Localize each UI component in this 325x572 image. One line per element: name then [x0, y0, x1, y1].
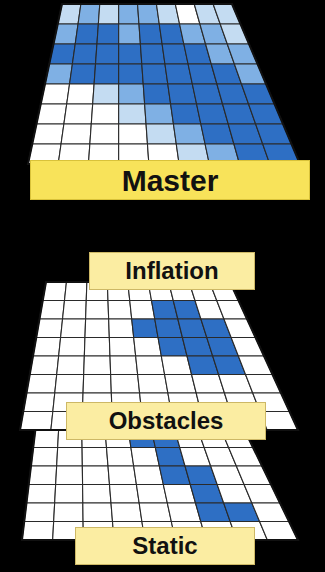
grid-cell — [109, 319, 134, 338]
grid-cell — [119, 4, 139, 24]
grid-cell — [67, 84, 94, 104]
grid-cell — [140, 44, 165, 64]
grid-cell — [57, 356, 85, 375]
grid-cell — [83, 375, 111, 394]
grid-cell — [70, 64, 96, 84]
grid-cell — [83, 485, 111, 504]
layer-name: Inflation — [125, 258, 218, 284]
grid-cell — [132, 319, 158, 338]
grid-cell — [32, 124, 64, 144]
grid-cell — [110, 485, 140, 504]
grid-cell — [20, 412, 53, 431]
grid-cell — [146, 124, 176, 144]
grid-cell — [119, 44, 142, 64]
grid-cell — [33, 429, 58, 448]
grid-cell — [24, 503, 54, 522]
grid-cell — [119, 84, 145, 104]
grid-cell — [119, 104, 146, 124]
grid-cell — [29, 466, 57, 485]
grid-cell — [27, 485, 56, 504]
grid-cell — [161, 356, 191, 375]
grid-cell — [23, 393, 55, 412]
grid-cell — [108, 301, 132, 320]
grid-cell — [138, 375, 168, 394]
grid-cell — [136, 356, 165, 375]
grid-cell — [119, 124, 148, 144]
grid-cell — [168, 84, 197, 104]
grid-cell — [64, 104, 93, 124]
layer-name: Static — [132, 533, 197, 559]
grid-cell — [256, 124, 292, 144]
grid-cell — [82, 448, 108, 467]
grid-cell — [108, 466, 136, 485]
grid-cell — [111, 375, 140, 394]
grid-cell — [57, 448, 83, 467]
grid-cell — [94, 64, 119, 84]
grid-cell — [61, 319, 86, 338]
grid-cell — [31, 448, 58, 467]
grid-cell — [171, 104, 201, 124]
master-grid — [28, 4, 300, 164]
grid-cell — [165, 375, 197, 394]
layer-name: Obstacles — [109, 408, 224, 434]
layer-label: Static — [75, 527, 255, 565]
grid-cell — [82, 466, 109, 485]
grid-cell — [130, 301, 155, 320]
grid-cell — [138, 4, 160, 24]
grid-cell — [83, 503, 113, 522]
layer-name: Master — [122, 164, 219, 197]
layer-label: Obstacles — [66, 402, 266, 440]
grid-cell — [93, 84, 119, 104]
grid-cell — [136, 485, 167, 504]
grid-cell — [55, 485, 83, 504]
grid-outline — [22, 392, 298, 540]
grid-cell — [109, 338, 135, 357]
static-grid — [22, 392, 298, 540]
grid-cell — [22, 522, 54, 541]
grid-cell — [84, 338, 110, 357]
grid-cell — [145, 104, 174, 124]
layer-label: Master — [30, 160, 310, 200]
grid-cell — [142, 64, 168, 84]
grid-cell — [75, 24, 98, 44]
grid-cell — [85, 319, 109, 338]
grid-cell — [65, 282, 87, 301]
grid-cell — [97, 24, 119, 44]
grid-cell — [110, 356, 138, 375]
grid-cell — [86, 301, 109, 320]
grid-cell — [27, 375, 57, 394]
grid-cell — [84, 356, 111, 375]
grid-cell — [91, 104, 118, 124]
grid-cell — [139, 503, 171, 522]
grid-cell — [98, 4, 118, 24]
grid-cell — [59, 338, 85, 357]
grid-cell — [63, 301, 87, 320]
grid-cell — [143, 84, 170, 104]
grid-cell — [90, 124, 119, 144]
grid-cell — [96, 44, 119, 64]
grid-cell — [78, 4, 100, 24]
grid-cell — [36, 319, 62, 338]
grid-cell — [54, 503, 83, 522]
grid-cell — [260, 522, 298, 541]
grid-cell — [56, 466, 83, 485]
grid-cell — [107, 448, 134, 467]
grid-cell — [111, 503, 142, 522]
grid-cell — [134, 466, 164, 485]
grid-cell — [33, 338, 61, 357]
grid-cell — [30, 356, 59, 375]
grid-cell — [131, 448, 159, 467]
grid-cell — [61, 124, 91, 144]
grid-cell — [119, 64, 144, 84]
grid-cell — [139, 24, 162, 44]
grid-cell — [173, 124, 205, 144]
grid-outline — [28, 4, 300, 164]
layer-label: Inflation — [89, 252, 255, 290]
grid-cell — [72, 44, 97, 64]
grid-cell — [134, 338, 162, 357]
grid-cell — [55, 375, 84, 394]
grid-cell — [119, 24, 141, 44]
